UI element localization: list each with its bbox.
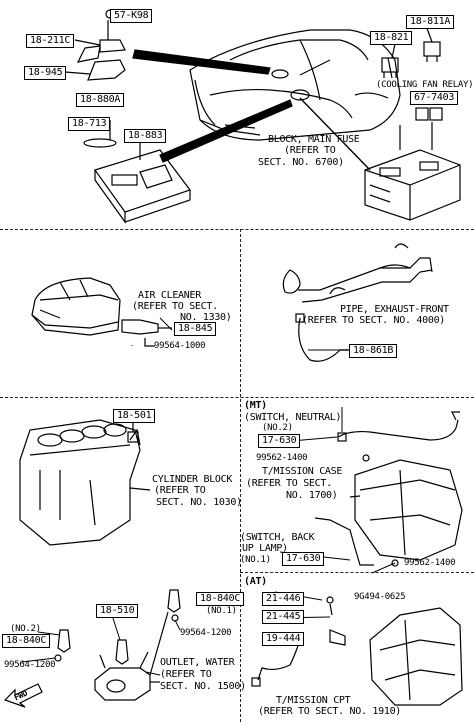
part-label-19-444: 19-444 xyxy=(262,632,305,646)
cylinder-line3: SECT. NO. 1030) xyxy=(156,497,242,508)
part-label-17-630-backup: 17-630 xyxy=(282,552,325,566)
part-label-18-811a: 18-811A xyxy=(406,15,455,29)
air-cleaner-illustration xyxy=(31,277,172,347)
water-no2-label: (NO.2) xyxy=(10,624,41,634)
at-header: (AT) xyxy=(244,576,267,587)
at-label-line1: T/MISSION CPT xyxy=(276,695,351,706)
automatic-transmission-illustration xyxy=(251,596,463,706)
mt-case-line3: NO. 1700) xyxy=(286,490,338,501)
fwd-arrow-shape xyxy=(3,683,43,708)
section-divider xyxy=(0,229,474,230)
exhaust-line2: (REFER TO SECT. NO. 4000) xyxy=(302,315,446,326)
section-divider xyxy=(0,397,474,398)
section-divider xyxy=(240,229,241,722)
part-label-18-840c-right: 18-840C xyxy=(196,592,245,606)
block-main-fuse-line2: (REFER TO xyxy=(284,145,336,156)
part-label-18-883: 18-883 xyxy=(124,129,167,143)
block-main-fuse-line1: BLOCK, MAIN FUSE xyxy=(268,134,360,145)
part-label-17-630-neutral: 17-630 xyxy=(258,434,301,448)
water-no1-label: (NO.1) xyxy=(206,606,237,616)
water-line2: (REFER TO xyxy=(160,669,212,680)
mt-case-line2: (REFER TO SECT. xyxy=(246,478,332,489)
block-main-fuse-line3: SECT. NO. 6700) xyxy=(258,157,344,168)
part-label-18-501: 18-501 xyxy=(113,409,156,423)
manual-transmission-illustration xyxy=(314,411,463,567)
part-label-18-845: 18-845 xyxy=(174,322,217,336)
part-label-67-7403: 67-7403 xyxy=(410,91,459,105)
part-label-18-821: 18-821 xyxy=(370,31,413,45)
ignition-module-illustration xyxy=(83,120,191,224)
water-line3: SECT. NO. 1500) xyxy=(160,681,246,692)
part-sub-99564-1000: 99564-1000 xyxy=(154,341,206,351)
mt-no1-label: (NO.1) xyxy=(240,555,271,565)
part-label-21-446: 21-446 xyxy=(262,592,305,606)
part-label-18-880a: 18-880A xyxy=(76,93,125,107)
water-line1: OUTLET, WATER xyxy=(160,657,235,668)
car-illustration xyxy=(189,29,401,141)
switch-back-line1: (SWITCH, BACK xyxy=(240,532,315,543)
section-divider xyxy=(240,572,474,573)
part-label-57-k98: 57-K98 xyxy=(110,9,153,23)
switch-back-line2: UP LAMP) xyxy=(242,543,288,554)
air-cleaner-line1: AIR CLEANER xyxy=(138,290,201,301)
air-cleaner-line3: NO. 1330) xyxy=(180,312,232,323)
exhaust-line1: PIPE, EXHAUST-FRONT xyxy=(340,304,449,315)
exhaust-pipe-illustration xyxy=(282,243,433,362)
part-sub-99564-1200-right: 99564-1200 xyxy=(180,628,232,638)
part-label-18-861b: 18-861B xyxy=(349,344,398,358)
switch-neutral-label: (SWITCH, NEUTRAL) xyxy=(244,412,342,423)
water-outlet-illustration xyxy=(54,589,181,701)
cylinder-line2: (REFER TO xyxy=(154,485,206,496)
cylinder-line1: CYLINDER BLOCK xyxy=(152,474,233,485)
mt-header: (MT) xyxy=(244,400,267,411)
part-label-21-445: 21-445 xyxy=(262,610,305,624)
part-sub-9g494-0625: 9G494-0625 xyxy=(354,592,406,602)
mt-case-line1: T/MISSION CASE xyxy=(262,466,343,477)
air-cleaner-line2: (REFER TO SECT. xyxy=(132,301,218,312)
cylinder-block-illustration xyxy=(19,419,151,546)
cooling-fan-relay-label: (COOLING FAN RELAY) xyxy=(376,80,474,90)
part-label-18-840c-left: 18-840C xyxy=(2,634,51,648)
part-label-18-945: 18-945 xyxy=(24,66,67,80)
at-label-line2: (REFER TO SECT. NO. 1910) xyxy=(258,706,402,717)
part-label-18-510: 18-510 xyxy=(96,604,139,618)
part-sub-99562-1400-b: 99562-1400 xyxy=(404,558,456,568)
part-label-18-211c: 18-211C xyxy=(26,34,75,48)
fuse-block-illustration xyxy=(364,122,461,221)
part-label-18-713: 18-713 xyxy=(68,117,111,131)
part-sub-99564-1200-left: 99564-1200 xyxy=(4,660,56,670)
part-sub-99562-1400-a: 99562-1400 xyxy=(256,453,308,463)
mt-no2-label: (NO.2) xyxy=(262,423,293,433)
